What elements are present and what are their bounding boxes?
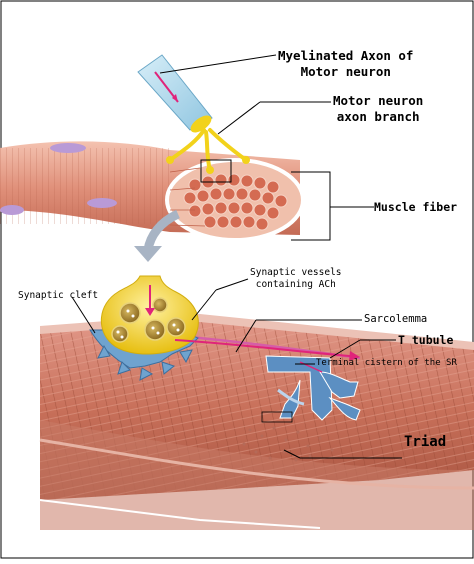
- nucleus: [0, 205, 24, 215]
- label-branch-line2: axon branch: [336, 109, 420, 124]
- label-t-tubule: T tubule: [398, 333, 454, 347]
- label-axon-line2: Motor neuron: [300, 64, 391, 79]
- t-tubule-network: [265, 355, 361, 421]
- magnify-box: [200, 159, 232, 183]
- label-terminal-cistern: Terminal cistern of the SR: [316, 358, 457, 368]
- label-synaptic-vessels: Synaptic vessels containing ACh: [250, 267, 342, 291]
- label-branch-line1: Motor neuron: [333, 93, 424, 108]
- nucleus: [50, 143, 86, 153]
- synaptic-vesicles: [111, 297, 186, 343]
- muscle-fiber-bracket: [291, 171, 331, 241]
- nucleus: [87, 198, 117, 208]
- neuromuscular-junction: [39, 275, 474, 530]
- label-muscle-fiber: Muscle fiber: [374, 200, 458, 214]
- label-synaptic-cleft: Synaptic cleft: [18, 290, 99, 301]
- label-sarcolemma: Sarcolemma: [364, 313, 428, 325]
- label-axon-line1: Myelinated Axon of: [278, 48, 414, 63]
- label-vessels-line2: containing ACh: [255, 279, 336, 290]
- label-triad: Triad: [404, 434, 447, 450]
- myelinated-axon: [137, 54, 213, 133]
- muscle-fiber-illustration: [0, 141, 305, 242]
- label-myelinated-axon: Myelinated Axon of Motor neuron: [278, 48, 413, 80]
- label-vessels-line1: Synaptic vessels: [250, 267, 342, 278]
- label-axon-branch: Motor neuron axon branch: [333, 93, 423, 125]
